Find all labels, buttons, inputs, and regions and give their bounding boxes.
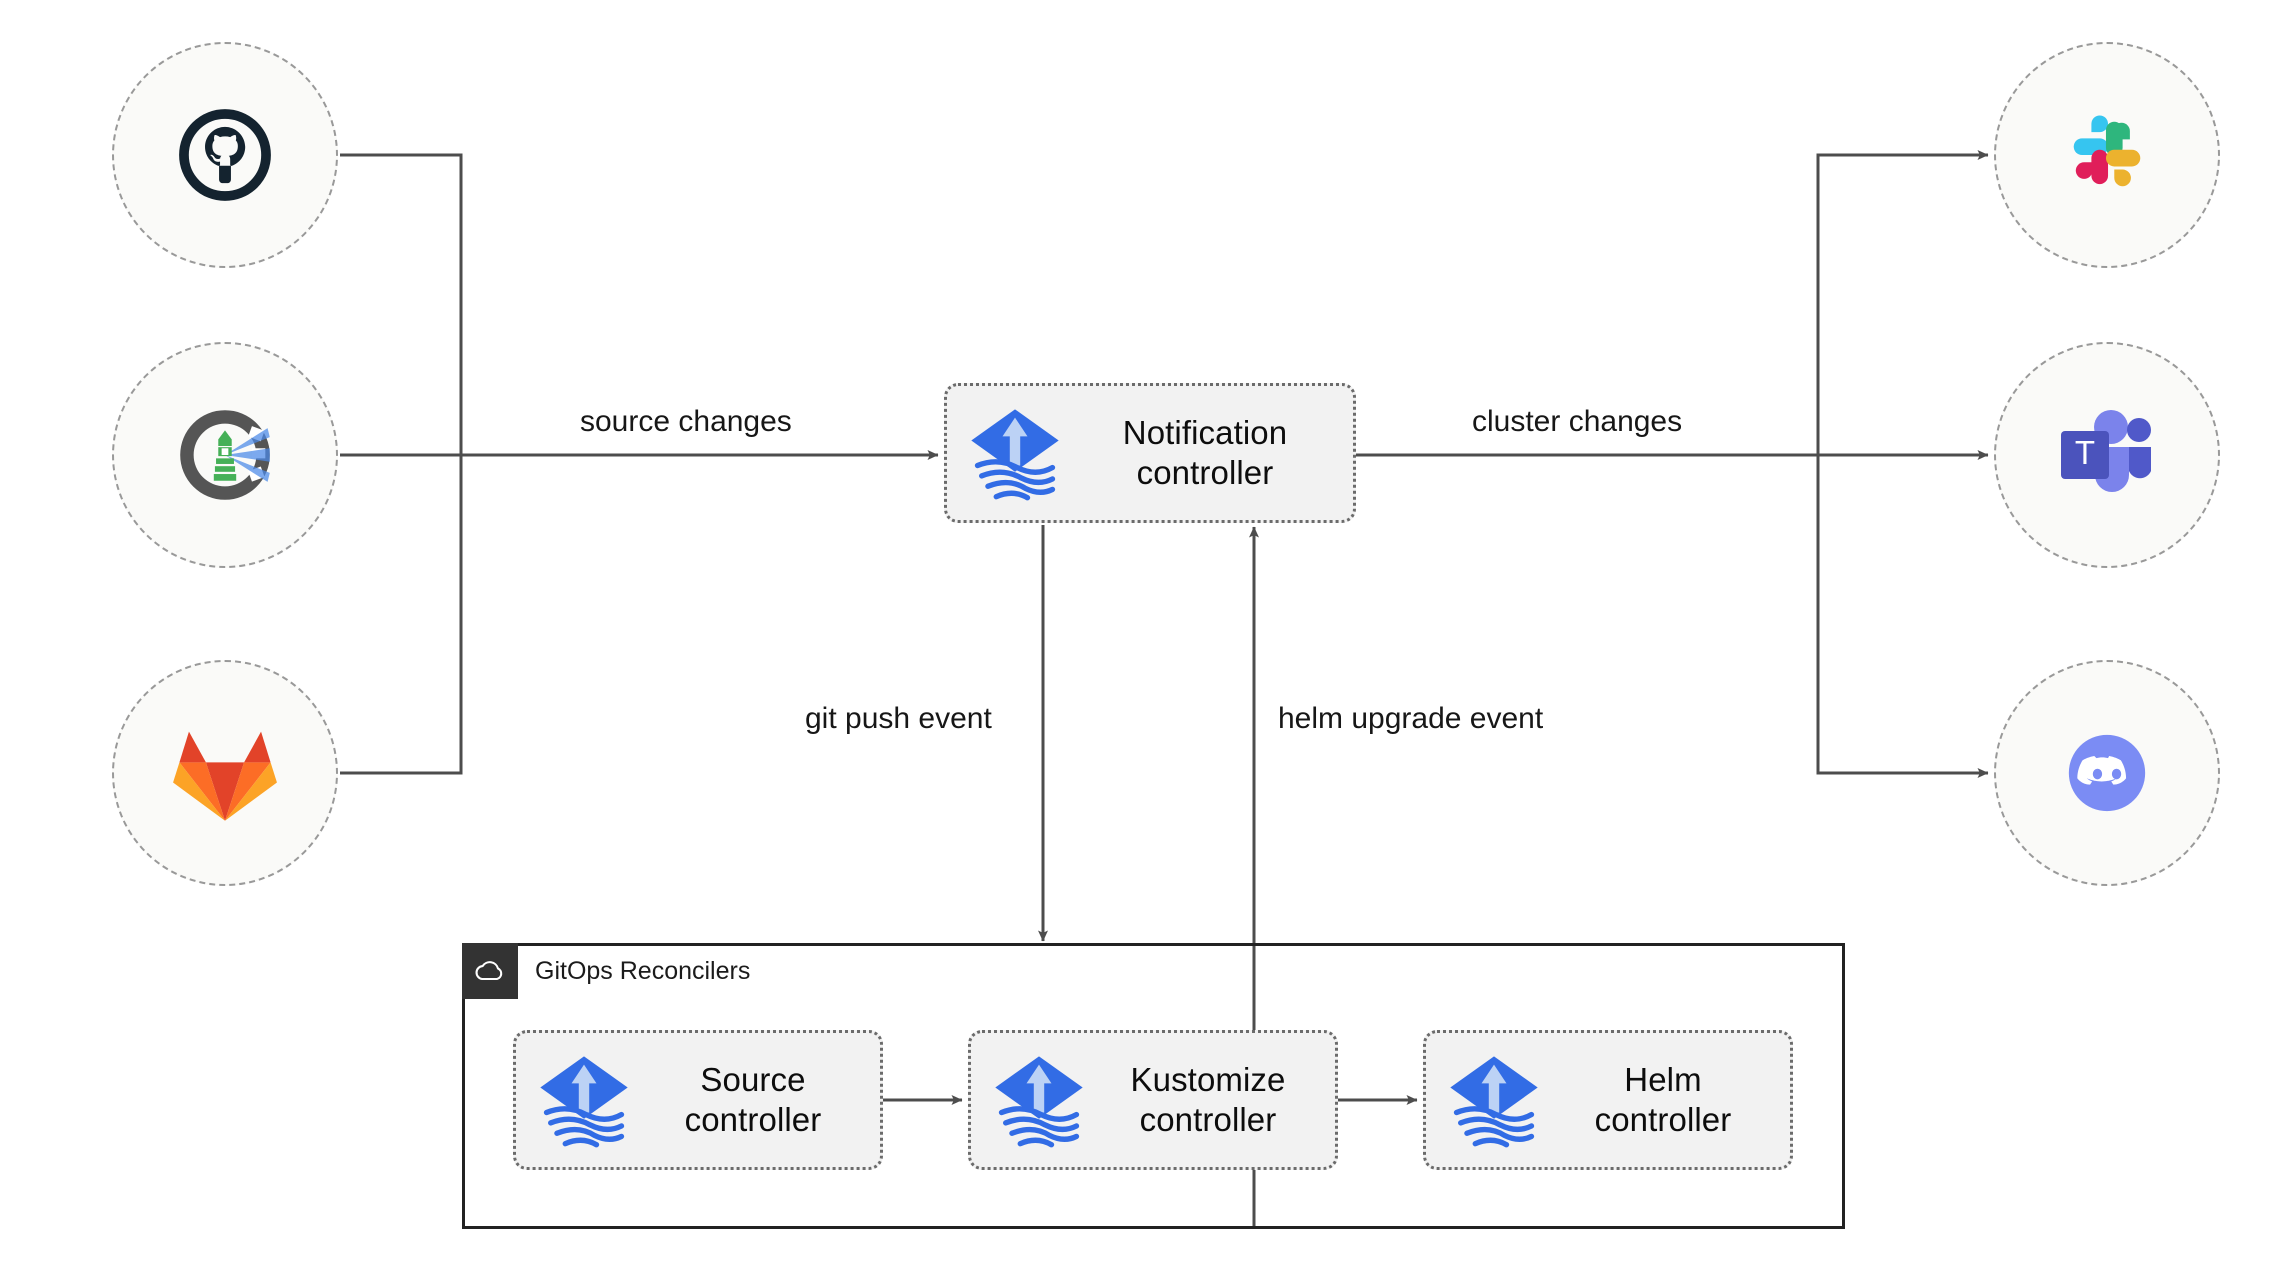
notification-controller-line2: controller [1136, 454, 1274, 491]
flux-lighthouse-icon [180, 410, 270, 500]
helm-controller-box[interactable]: Helm controller [1423, 1030, 1793, 1170]
helm-controller-line1: Helm [1624, 1060, 1702, 1098]
flux-logo-icon [540, 1056, 628, 1148]
edge-gitlab-to-notification [340, 455, 463, 775]
edge-label-cluster-changes: cluster changes [1472, 405, 1683, 438]
flux-logo-icon [971, 409, 1059, 501]
source-node-flux[interactable] [112, 342, 338, 568]
gitlab-icon [173, 731, 277, 821]
source-controller-label: Source controller [636, 1060, 880, 1141]
edge-to-discord [1816, 455, 1989, 778]
kustomize-controller-line1: Kustomize [1130, 1060, 1286, 1098]
slack-icon [2073, 115, 2141, 187]
svg-text:T: T [2075, 434, 2095, 471]
source-node-gitlab[interactable] [112, 660, 338, 886]
edge-github-to-notification [340, 153, 463, 455]
edge-label-helm-upgrade-event: helm upgrade event [1278, 702, 1544, 735]
notification-controller-label: Notification controller [1067, 413, 1353, 494]
flux-logo-icon [995, 1056, 1083, 1148]
cloud-badge [462, 943, 518, 999]
edge-to-slack [1816, 150, 1989, 455]
source-controller-line2: controller [684, 1101, 822, 1138]
edge-label-source-changes: source changes [580, 405, 792, 438]
gitops-reconcilers-header: GitOps Reconcilers [462, 943, 750, 999]
kustomize-controller-line2: controller [1139, 1101, 1277, 1138]
gitops-reconcilers-container [462, 943, 1845, 1229]
notification-controller-line1: Notification [1122, 413, 1288, 451]
source-node-github[interactable] [112, 42, 338, 268]
edge-label-git-push-event: git push event [805, 702, 992, 735]
cloud-icon [475, 961, 503, 981]
msteams-icon: T [2061, 410, 2151, 492]
destination-node-slack[interactable] [1994, 42, 2220, 268]
notification-controller-box[interactable]: Notification controller [944, 383, 1356, 523]
helm-controller-label: Helm controller [1546, 1060, 1790, 1141]
discord-icon [2068, 734, 2146, 812]
destination-node-discord[interactable] [1994, 660, 2220, 886]
github-icon [179, 109, 271, 201]
kustomize-controller-box[interactable]: Kustomize controller [968, 1030, 1338, 1170]
source-controller-box[interactable]: Source controller [513, 1030, 883, 1170]
source-controller-line1: Source [700, 1060, 806, 1098]
flux-logo-icon [1450, 1056, 1538, 1148]
gitops-reconcilers-title: GitOps Reconcilers [535, 956, 751, 985]
kustomize-controller-label: Kustomize controller [1091, 1060, 1335, 1141]
destination-node-teams[interactable]: T [1994, 342, 2220, 568]
helm-controller-line2: controller [1594, 1101, 1732, 1138]
